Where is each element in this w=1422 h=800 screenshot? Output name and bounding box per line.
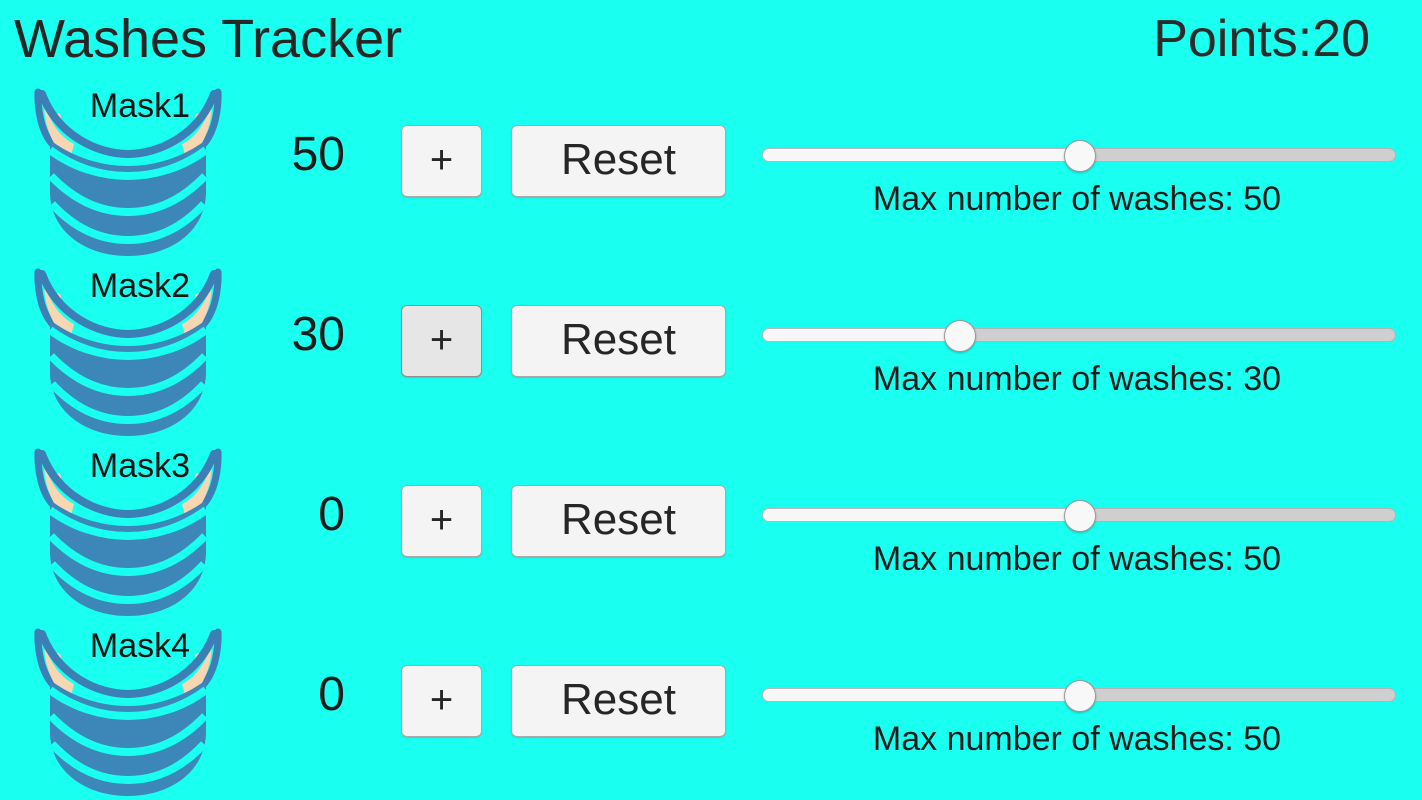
increment-button[interactable]: + [401, 305, 482, 377]
max-washes-slider[interactable] [762, 680, 1396, 712]
mask-cell[interactable]: Mask4 [8, 620, 248, 800]
max-washes-slider-wrap: Max number of washes: 50 [760, 440, 1400, 620]
wash-count: 50 [291, 128, 345, 181]
face-mask-icon [34, 448, 222, 616]
points-counter: Points:20 [1153, 10, 1370, 68]
increment-button[interactable]: + [401, 665, 482, 737]
mask-row: Mask1 50 + Reset Max number of washes: 5… [0, 80, 1422, 260]
reset-button[interactable]: Reset [511, 485, 726, 557]
slider-caption: Max number of washes: 50 [872, 720, 1282, 758]
mask-label: Mask3 [89, 447, 191, 485]
wash-count: 0 [318, 488, 345, 541]
face-mask-icon [34, 88, 222, 256]
slider-thumb[interactable] [1064, 680, 1096, 712]
mask-row: Mask3 0 + Reset Max number of washes: 50 [0, 440, 1422, 620]
increment-button[interactable]: + [401, 485, 482, 557]
wash-count: 30 [291, 308, 345, 361]
mask-label: Mask2 [89, 267, 191, 305]
face-mask-icon [34, 628, 222, 796]
page-title: Washes Tracker [14, 9, 403, 69]
reset-button[interactable]: Reset [511, 305, 726, 377]
increment-button[interactable]: + [401, 125, 482, 197]
max-washes-slider[interactable] [762, 140, 1396, 172]
mask-label: Mask4 [89, 627, 191, 665]
wash-count: 0 [318, 668, 345, 721]
slider-caption: Max number of washes: 50 [872, 540, 1282, 578]
max-washes-slider-wrap: Max number of washes: 30 [760, 260, 1400, 440]
slider-track-fill [762, 688, 1079, 702]
slider-track-fill [762, 328, 959, 342]
reset-button[interactable]: Reset [511, 665, 726, 737]
max-washes-slider-wrap: Max number of washes: 50 [760, 620, 1400, 800]
slider-track-fill [762, 148, 1079, 162]
mask-label: Mask1 [89, 87, 191, 125]
slider-caption: Max number of washes: 50 [872, 180, 1282, 218]
mask-row: Mask2 30 + Reset Max number of washes: 3… [0, 260, 1422, 440]
slider-thumb[interactable] [1064, 500, 1096, 532]
slider-thumb[interactable] [1064, 140, 1096, 172]
slider-thumb[interactable] [943, 320, 976, 352]
reset-button[interactable]: Reset [511, 125, 726, 197]
max-washes-slider[interactable] [762, 500, 1396, 532]
max-washes-slider-wrap: Max number of washes: 50 [760, 80, 1400, 260]
max-washes-slider[interactable] [762, 320, 1396, 352]
mask-cell[interactable]: Mask3 [8, 440, 248, 620]
mask-cell[interactable]: Mask2 [8, 260, 248, 440]
mask-row: Mask4 0 + Reset Max number of washes: 50 [0, 620, 1422, 800]
app-header: Washes Tracker Points:20 [0, 0, 1422, 78]
mask-rows: Mask1 50 + Reset Max number of washes: 5… [0, 80, 1422, 800]
face-mask-icon [34, 268, 222, 436]
mask-cell[interactable]: Mask1 [8, 80, 248, 260]
slider-track-fill [762, 508, 1079, 522]
slider-caption: Max number of washes: 30 [872, 360, 1282, 398]
